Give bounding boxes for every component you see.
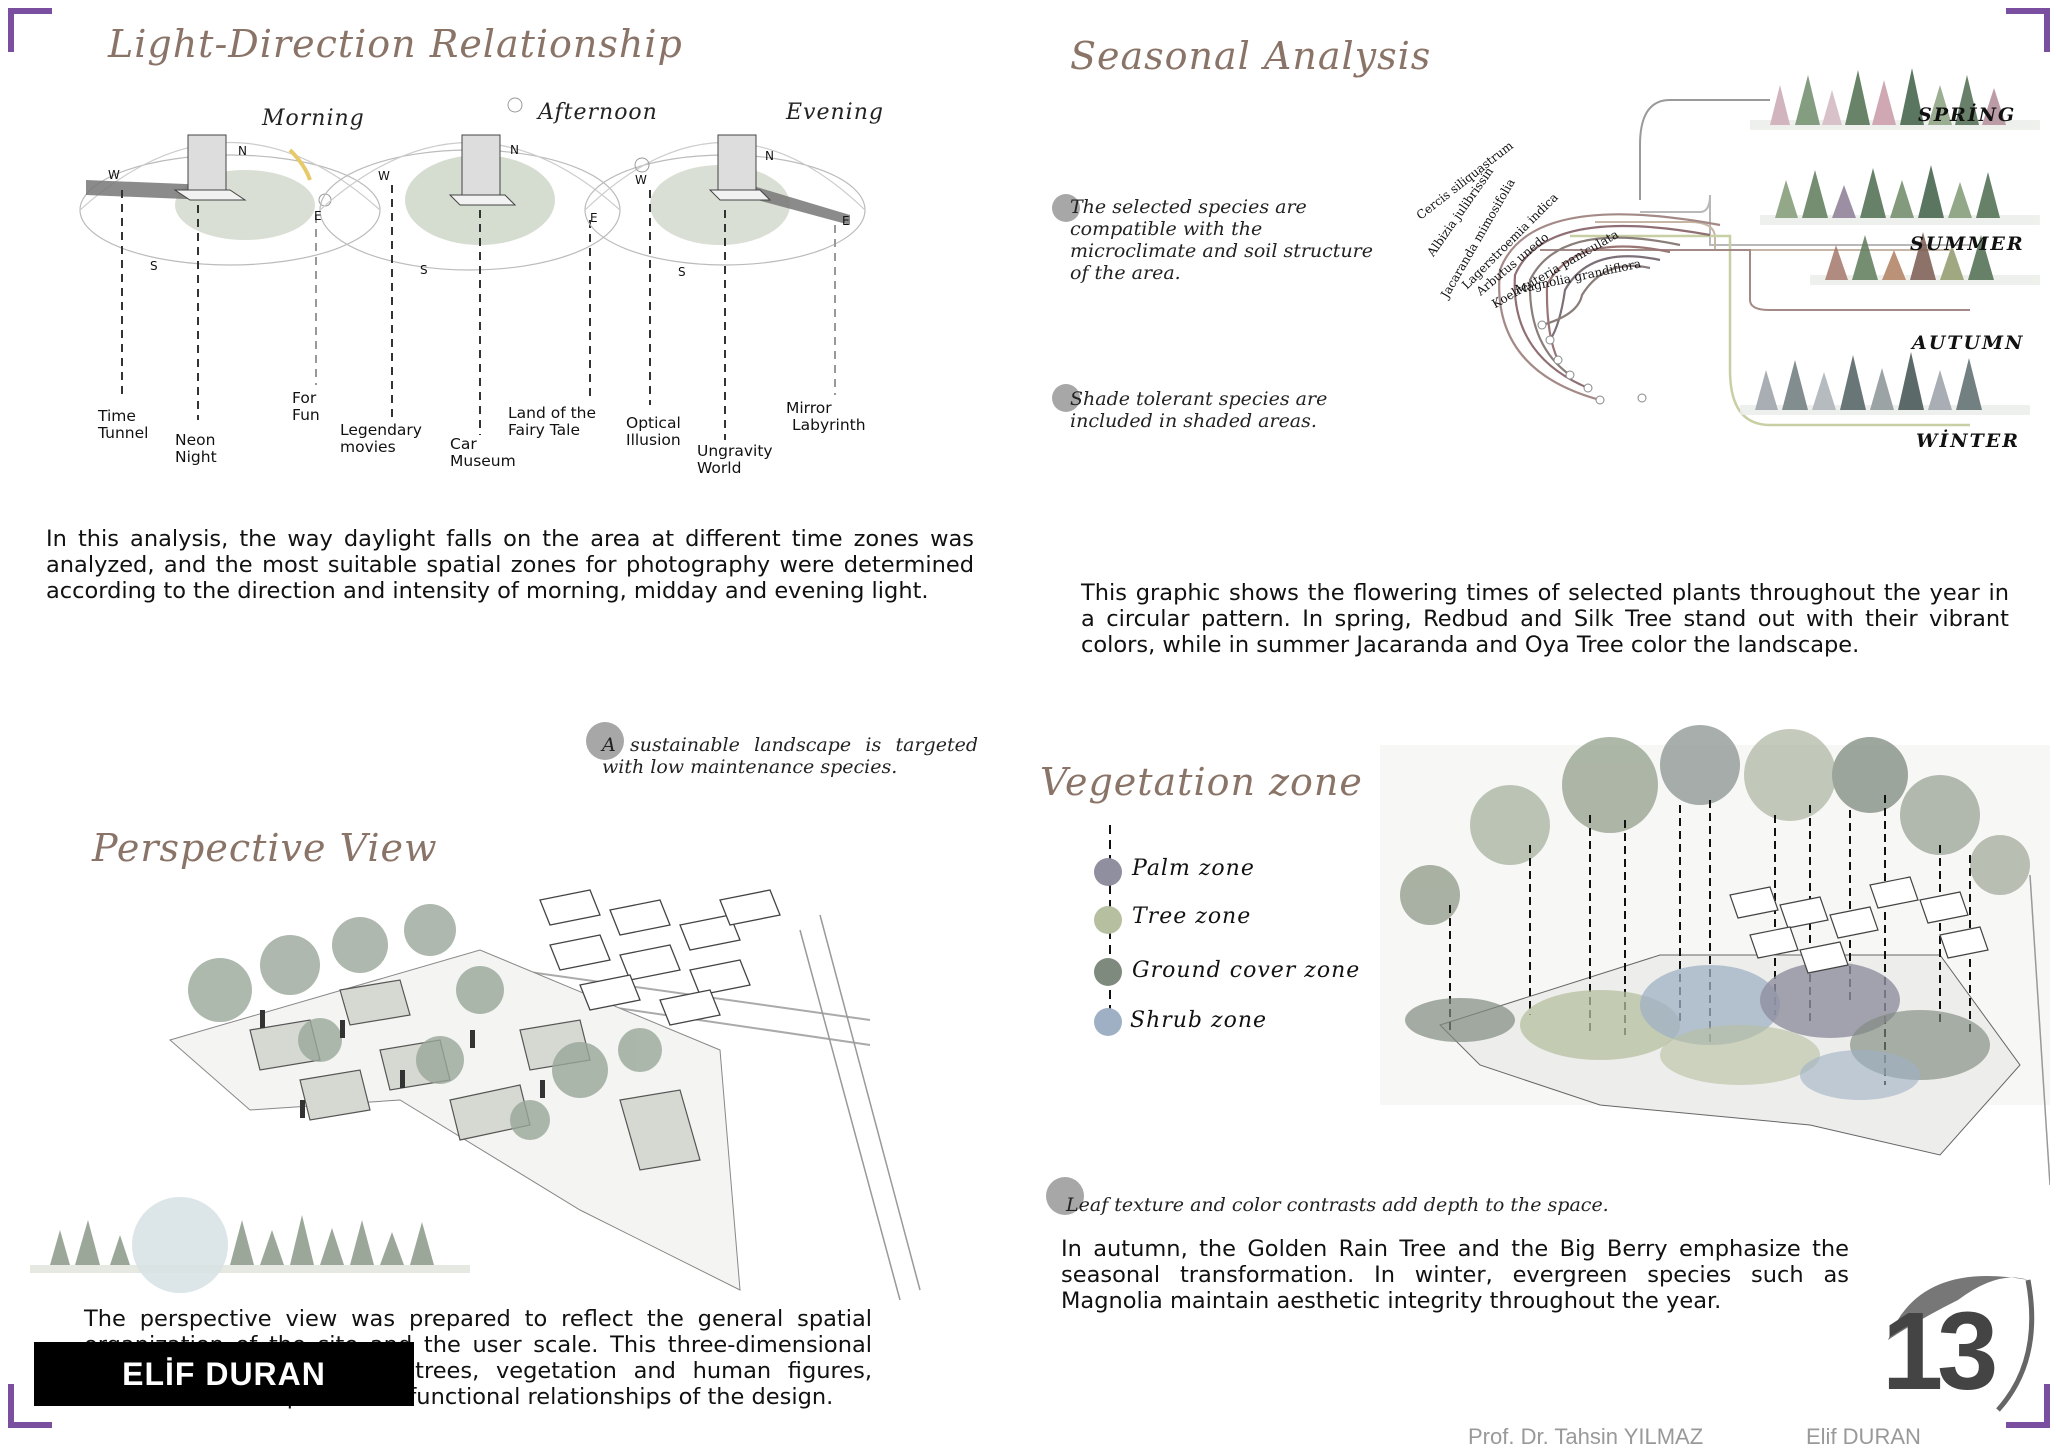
spring-trees xyxy=(1750,68,2040,130)
tree-zone-dot xyxy=(1094,906,1122,934)
sustainable-note: A sustainable landscape is targeted with… xyxy=(602,734,978,778)
perspective-title: Perspective View xyxy=(92,826,438,870)
corner-bracket-top-right xyxy=(2006,8,2050,52)
period-morning: Morning xyxy=(262,106,365,131)
light-direction-text: In this analysis, the way daylight falls… xyxy=(46,526,974,604)
compass-w-afternoon: W xyxy=(378,169,390,183)
shrub-zone-dot xyxy=(1094,1008,1122,1036)
winter-trees xyxy=(1740,352,2030,415)
light-direction-title: Light-Direction Relationship xyxy=(108,22,683,66)
footer-advisor: Prof. Dr. Tahsin YILMAZ xyxy=(1468,1424,1704,1449)
morning-diagram xyxy=(79,134,381,420)
page-number: 13 xyxy=(1882,1290,1998,1413)
corner-bracket-top-left xyxy=(8,8,52,52)
tree-zone-label: Tree zone xyxy=(1132,904,1252,929)
compass-w-morning: W xyxy=(108,168,120,182)
light-direction-diagram xyxy=(79,97,866,440)
compass-n-evening: N xyxy=(765,149,774,163)
palm-zone-dot xyxy=(1094,858,1122,886)
compass-n-afternoon: N xyxy=(510,143,519,157)
seasonal-title: Seasonal Analysis xyxy=(1070,34,1432,78)
bullet-dot xyxy=(586,722,624,760)
perspective-illustration xyxy=(30,889,921,1301)
ground-cover-zone-dot xyxy=(1094,958,1122,986)
bullet-dot xyxy=(1046,1177,1084,1215)
page-number-swoosh xyxy=(1888,1276,2035,1412)
compass-w-evening: W xyxy=(635,173,647,187)
compass-e-afternoon: E xyxy=(590,211,598,225)
footer-student: Elif DURAN xyxy=(1806,1424,1921,1449)
vegetation-title: Vegetation zone xyxy=(1040,760,1363,804)
corner-bracket-bottom-right xyxy=(2006,1384,2050,1428)
seasonal-note-compatible: The selected species are compatible with… xyxy=(1070,196,1374,284)
afternoon-diagram xyxy=(319,97,621,435)
vegetation-note: Leaf texture and color contrasts add dep… xyxy=(1066,1194,1609,1216)
season-summer: SUMMER xyxy=(1910,233,2025,255)
bullet-dot xyxy=(1052,384,1080,412)
evening-diagram xyxy=(584,134,866,440)
compass-s-morning: S xyxy=(150,259,158,273)
ground-cover-zone-label: Ground cover zone xyxy=(1132,958,1361,983)
shrub-zone-label: Shrub zone xyxy=(1130,1008,1268,1033)
period-afternoon: Afternoon xyxy=(538,100,658,125)
author-badge xyxy=(34,1342,414,1406)
season-spring: SPRİNG xyxy=(1918,104,2017,126)
season-winter: WİNTER xyxy=(1916,430,2021,452)
summer-trees xyxy=(1760,165,2040,225)
period-evening: Evening xyxy=(786,100,884,125)
author-name: ELİF DURAN xyxy=(122,1356,326,1392)
vegetation-zone-illustration xyxy=(1380,725,2050,1186)
compass-s-evening: S xyxy=(678,265,686,279)
palm-zone-label: Palm zone xyxy=(1132,856,1255,881)
seasonal-text: This graphic shows the flowering times o… xyxy=(1081,580,2009,658)
compass-e-evening: E xyxy=(842,214,850,228)
seasonal-note-shade: Shade tolerant species are included in s… xyxy=(1070,388,1328,432)
compass-e-morning: E xyxy=(314,209,322,223)
season-autumn: AUTUMN xyxy=(1912,332,2025,354)
corner-bracket-bottom-left xyxy=(8,1384,52,1428)
compass-n-morning: N xyxy=(238,144,247,158)
flowering-circular-diagram xyxy=(1498,68,2040,427)
autumn-trees xyxy=(1810,232,2040,285)
bullet-dot xyxy=(1052,194,1080,222)
compass-s-afternoon: S xyxy=(420,263,428,277)
vegetation-text: In autumn, the Golden Rain Tree and the … xyxy=(1061,1236,1849,1314)
panorama-strip xyxy=(30,1197,470,1293)
